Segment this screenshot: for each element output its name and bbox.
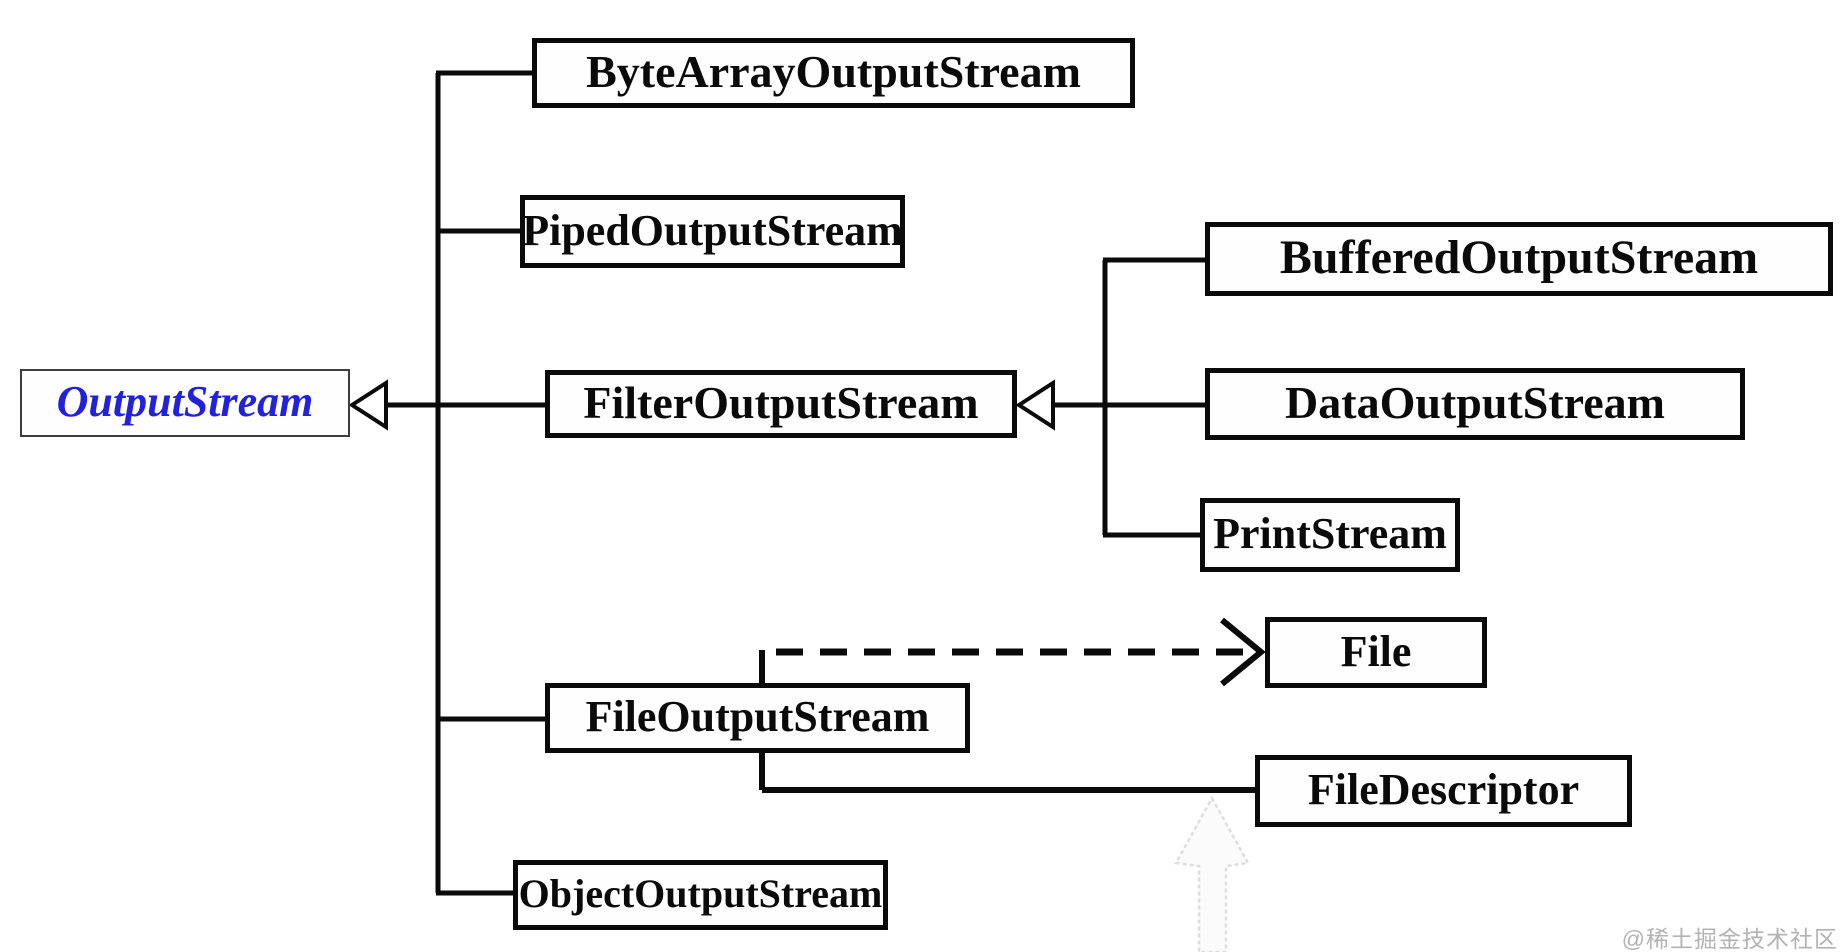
- class-label-filedescriptor: FileDescriptor: [1307, 765, 1580, 814]
- class-label-file: File: [1340, 626, 1412, 676]
- class-node-file: File: [1265, 617, 1487, 688]
- class-node-bufferedoutputstream: BufferedOutputStream: [1205, 222, 1833, 296]
- class-node-filedescriptor: FileDescriptor: [1255, 755, 1632, 827]
- class-label-bufferedoutputstream: BufferedOutputStream: [1279, 231, 1759, 284]
- class-node-objectoutputstream: ObjectOutputStream: [513, 860, 888, 930]
- class-node-filteroutputstream: FilterOutputStream: [545, 370, 1017, 438]
- watermark: @稀土掘金技术社区: [1621, 926, 1838, 952]
- inheritance-triangle-icon: [1015, 379, 1055, 431]
- class-label-printstream: PrintStream: [1213, 509, 1447, 558]
- ghost-up-arrow-icon: [1174, 795, 1250, 952]
- class-label-outputstream: OutputStream: [56, 377, 314, 426]
- class-node-outputstream: OutputStream: [20, 369, 350, 437]
- class-node-bytearrayoutputstream: ByteArrayOutputStream: [532, 38, 1135, 108]
- class-label-fileoutputstream: FileOutputStream: [585, 692, 930, 741]
- class-label-pipedoutputstream: PipedOutputStream: [522, 205, 903, 255]
- class-node-dataoutputstream: DataOutputStream: [1205, 368, 1745, 440]
- class-node-fileoutputstream: FileOutputStream: [545, 683, 970, 753]
- class-node-printstream: PrintStream: [1200, 498, 1460, 572]
- class-node-pipedoutputstream: PipedOutputStream: [520, 195, 905, 268]
- open-arrowhead-icon: [1220, 617, 1266, 687]
- class-label-bytearrayoutputstream: ByteArrayOutputStream: [586, 46, 1081, 97]
- class-label-dataoutputstream: DataOutputStream: [1285, 377, 1665, 428]
- class-label-filteroutputstream: FilterOutputStream: [583, 377, 979, 428]
- inheritance-triangle-icon: [348, 379, 388, 431]
- class-label-objectoutputstream: ObjectOutputStream: [518, 871, 883, 916]
